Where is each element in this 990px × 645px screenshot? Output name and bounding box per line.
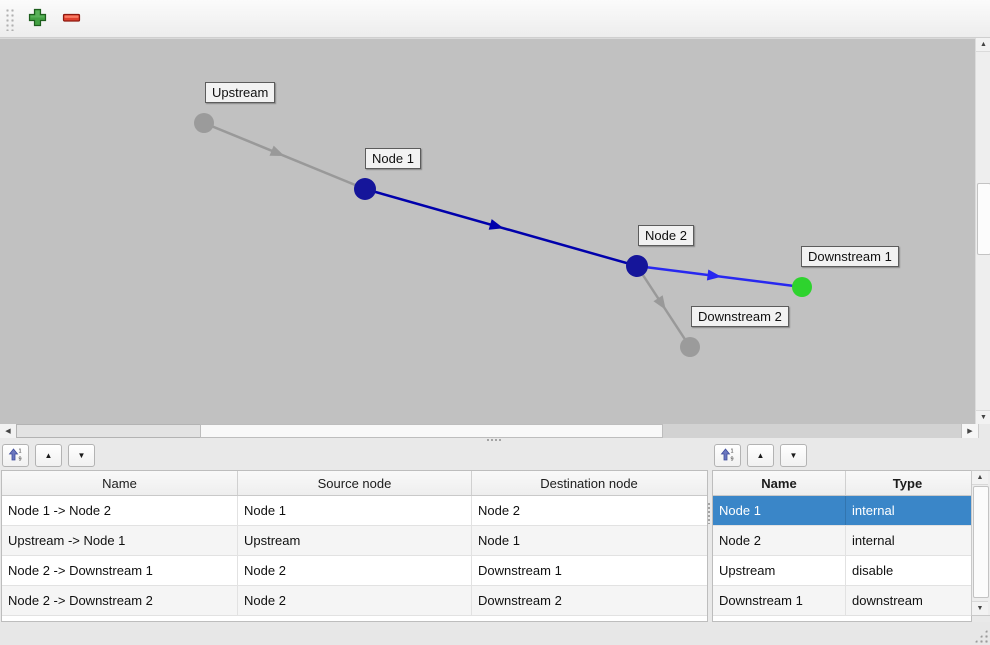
main-toolbar (0, 0, 990, 38)
triangle-down-icon: ▼ (77, 451, 86, 460)
scrollbar-corner (978, 424, 990, 438)
node-table-row[interactable]: Upstream disable (713, 556, 971, 586)
horizontal-scrollbar-thumb[interactable] (200, 424, 663, 438)
node-table-row[interactable]: Node 2 internal (713, 526, 971, 556)
node-label[interactable]: Downstream 2 (691, 306, 789, 327)
edge-arrow-icon (653, 295, 666, 310)
remove-button[interactable] (56, 5, 86, 33)
column-header-type[interactable]: Type (892, 475, 923, 491)
resize-grip-icon[interactable] (974, 629, 988, 643)
table-cell[interactable]: Node 2 (238, 556, 472, 585)
graph-node[interactable] (680, 337, 700, 357)
scroll-up-button[interactable]: ▲ (976, 38, 990, 52)
toolbar-drag-handle[interactable] (4, 6, 14, 31)
table-cell[interactable]: Node 2 -> Downstream 1 (2, 556, 238, 585)
table-cell[interactable]: internal (852, 503, 895, 518)
column-header-name[interactable]: Name (2, 471, 238, 495)
canvas-vertical-scrollbar[interactable]: ▲ ▼ (975, 38, 990, 424)
table-cell[interactable]: disable (852, 563, 894, 578)
node-label[interactable]: Downstream 1 (801, 246, 899, 267)
table-cell[interactable]: downstream (852, 593, 923, 608)
scroll-down-button[interactable]: ▼ (976, 410, 990, 424)
add-button[interactable] (22, 5, 52, 33)
graph-node[interactable] (194, 113, 214, 133)
edge-arrow-icon (706, 269, 722, 281)
node-label[interactable]: Upstream (205, 82, 276, 103)
scroll-right-button[interactable]: ▶ (961, 424, 978, 438)
table-cell[interactable]: Node 2 (478, 503, 520, 518)
sort-ascending-icon: 1 9 (8, 447, 23, 464)
edge-move-up-button[interactable]: ▲ (35, 444, 62, 467)
horizontal-scrollbar-segment[interactable] (16, 424, 202, 438)
svg-text:9: 9 (19, 457, 22, 463)
table-cell[interactable]: Node 1 (238, 496, 472, 525)
node-table-scrollbar[interactable]: ▲ ▼ (971, 470, 990, 616)
table-cell[interactable]: Upstream -> Node 1 (2, 526, 238, 555)
column-header-source-node[interactable]: Source node (238, 471, 472, 495)
graph-node[interactable] (354, 178, 376, 200)
sort-ascending-icon: 1 9 (720, 447, 735, 464)
triangle-up-icon: ▲ (756, 451, 765, 460)
svg-text:1: 1 (19, 449, 22, 455)
edge-arrow-icon (269, 145, 285, 157)
node-move-up-button[interactable]: ▲ (747, 444, 774, 467)
node-move-down-button[interactable]: ▼ (780, 444, 807, 467)
splitter-grip-icon (707, 502, 711, 524)
node-sort-button[interactable]: 1 9 (714, 444, 741, 467)
graph-node[interactable] (792, 277, 812, 297)
horizontal-pane-splitter[interactable] (0, 437, 990, 443)
column-header-destination-node[interactable]: Destination node (540, 475, 638, 491)
vertical-pane-splitter[interactable] (706, 470, 712, 620)
table-cell[interactable]: Node 2 (238, 586, 472, 615)
vertical-scrollbar-thumb[interactable] (977, 183, 990, 255)
edge-table: Name Source node Destination node Node 1… (1, 470, 708, 622)
splitter-grip-icon (486, 438, 502, 442)
table-cell[interactable]: Node 1 -> Node 2 (2, 496, 238, 525)
svg-text:1: 1 (731, 449, 734, 455)
node-table-row[interactable]: Node 1 internal (713, 496, 971, 526)
graph-svg (194, 113, 812, 357)
table-cell[interactable]: Upstream (238, 526, 472, 555)
edge-arrow-icon (488, 219, 504, 230)
table-cell[interactable]: internal (852, 533, 895, 548)
scroll-left-button[interactable]: ◀ (0, 424, 17, 438)
canvas-horizontal-scrollbar[interactable]: ◀ ▶ (0, 424, 978, 438)
table-cell[interactable]: Upstream (713, 556, 846, 585)
table-cell[interactable]: Downstream 1 (713, 586, 846, 615)
edge-move-down-button[interactable]: ▼ (68, 444, 95, 467)
table-cell[interactable]: Node 1 (713, 496, 846, 525)
graph-node[interactable] (626, 255, 648, 277)
scroll-up-button[interactable]: ▲ (972, 471, 988, 485)
node-table-header: Name Type (713, 471, 971, 496)
plus-icon (28, 8, 47, 30)
table-cell[interactable]: Downstream 1 (478, 563, 562, 578)
scroll-down-button[interactable]: ▼ (972, 601, 988, 615)
status-bar (0, 622, 990, 645)
table-cell[interactable]: Node 2 (713, 526, 846, 555)
svg-text:9: 9 (731, 457, 734, 463)
triangle-up-icon: ▲ (44, 451, 53, 460)
minus-icon (62, 8, 81, 30)
triangle-down-icon: ▼ (789, 451, 798, 460)
table-scrollbar-thumb[interactable] (973, 486, 989, 598)
edge-sort-button[interactable]: 1 9 (2, 444, 29, 467)
node-label[interactable]: Node 2 (638, 225, 694, 246)
table-cell[interactable]: Downstream 2 (478, 593, 562, 608)
node-table-row[interactable]: Downstream 1 downstream (713, 586, 971, 616)
table-cell[interactable]: Node 2 -> Downstream 2 (2, 586, 238, 615)
node-label[interactable]: Node 1 (365, 148, 421, 169)
table-cell[interactable]: Node 1 (478, 533, 520, 548)
edge-table-header: Name Source node Destination node (2, 471, 707, 496)
column-header-name[interactable]: Name (713, 471, 846, 495)
